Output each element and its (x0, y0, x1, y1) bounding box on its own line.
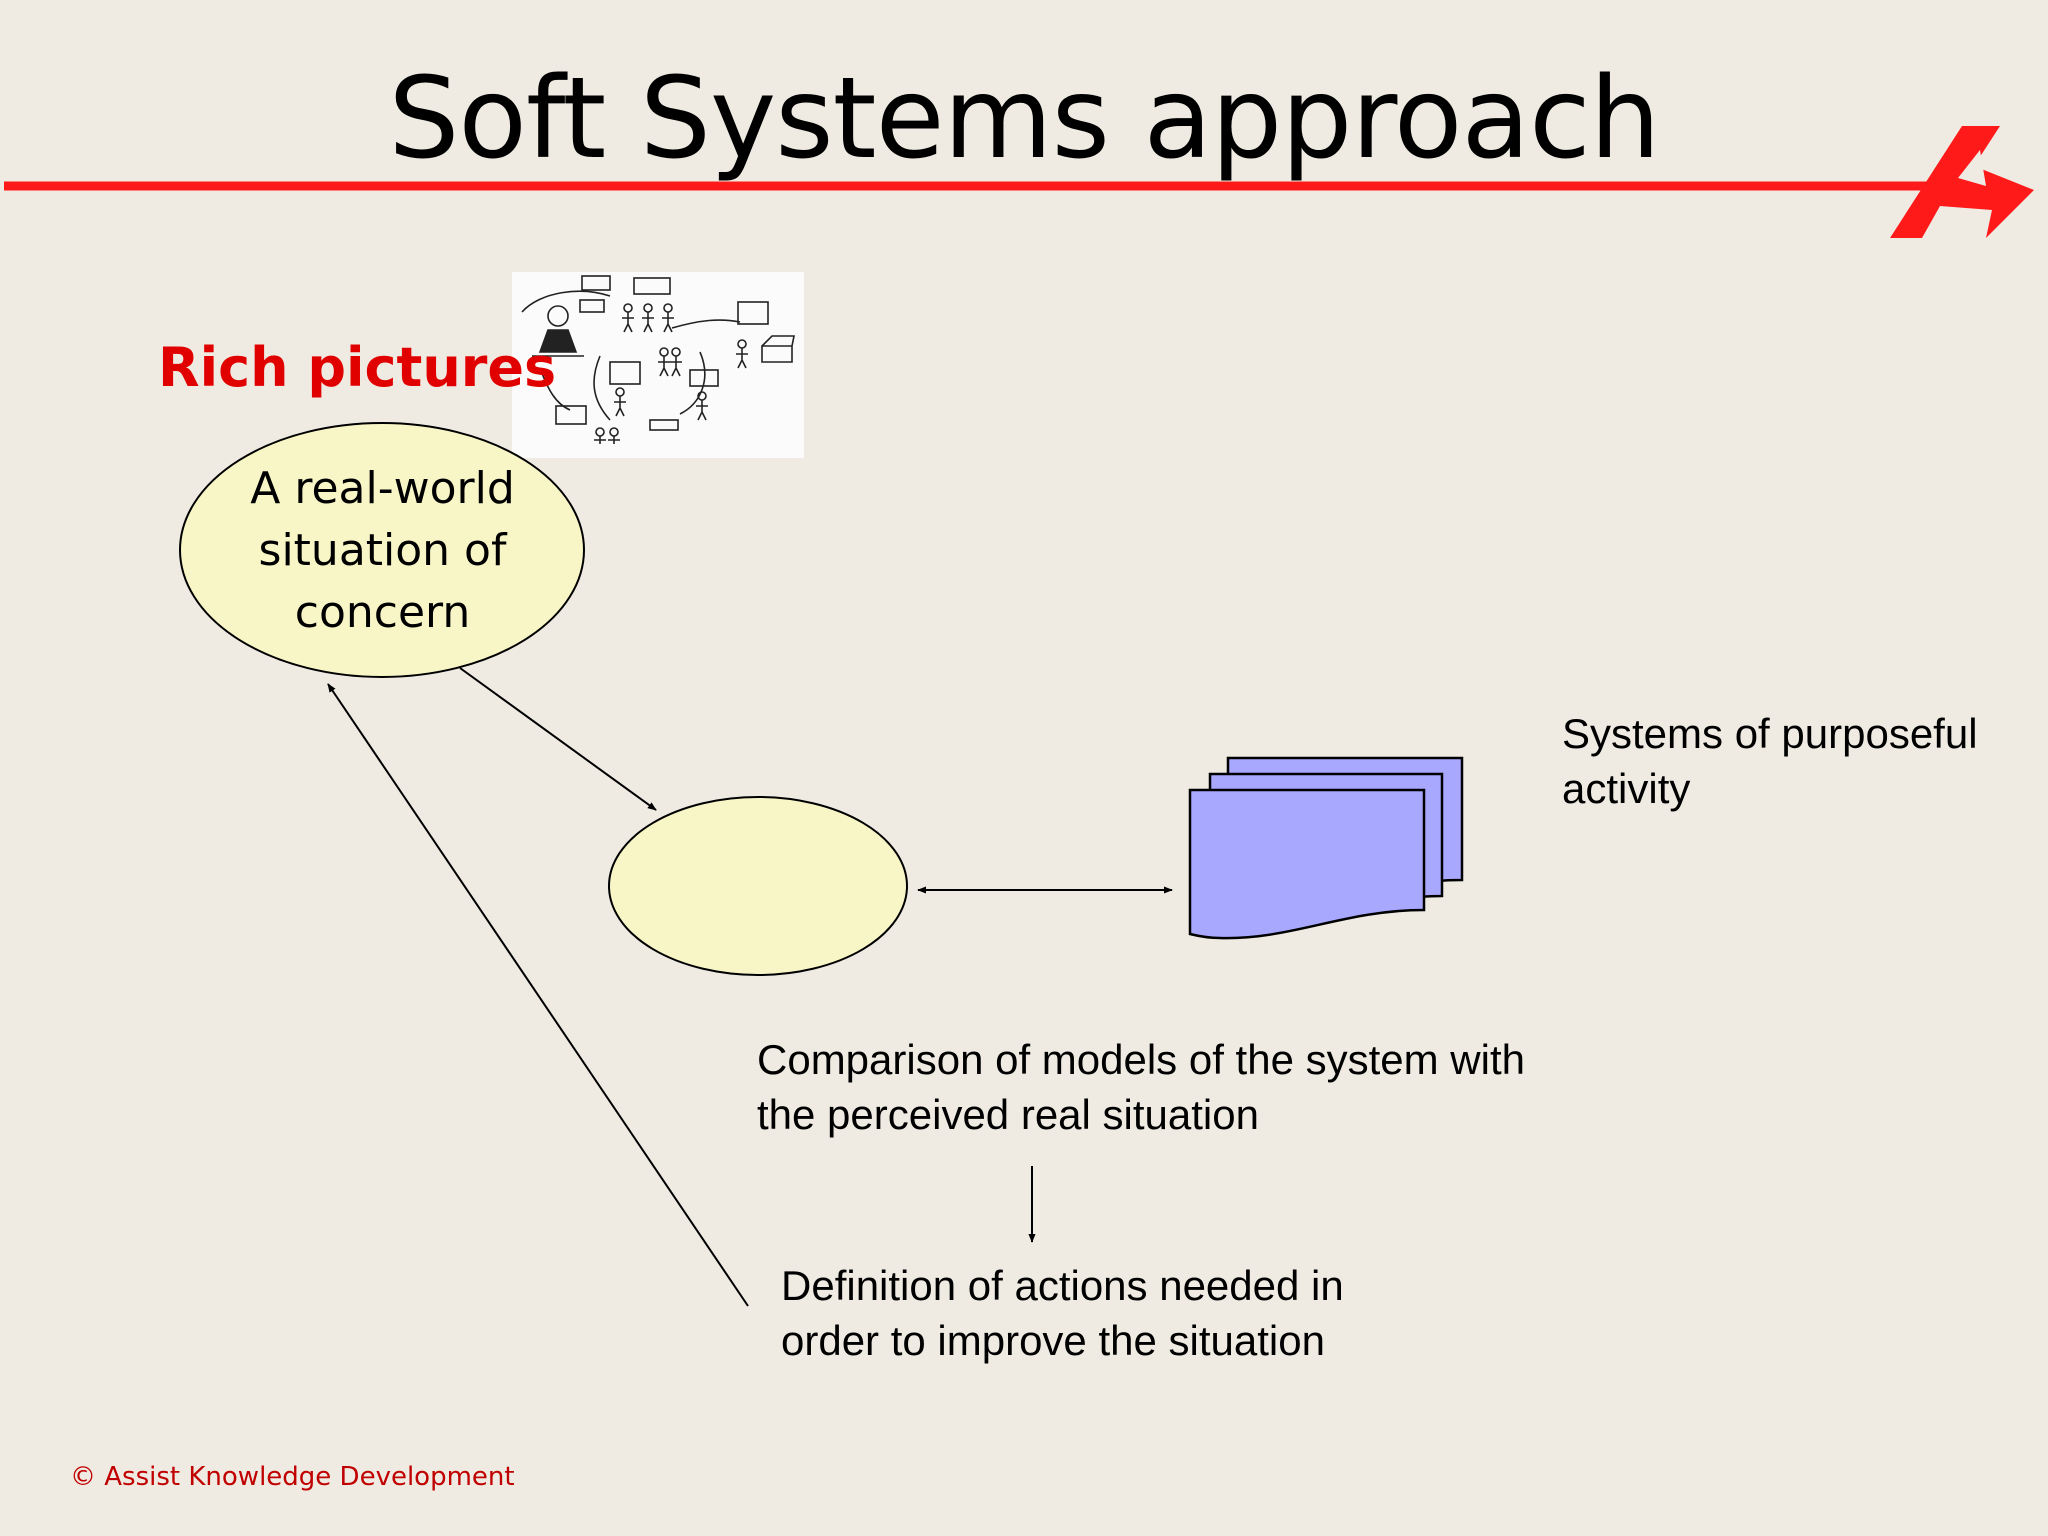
stacked-documents-icon (1188, 756, 1464, 940)
red-arrow-logo (1890, 126, 2034, 238)
real-world-situation-label: A real-world situation of concern (250, 463, 515, 638)
rich-pictures-heading: Rich pictures (158, 336, 557, 399)
copyright-notice: © Assist Knowledge Development (70, 1462, 515, 1492)
arrow-feedback (327, 683, 749, 1307)
comparison-label: Comparison of models of the system with … (757, 1036, 1525, 1138)
rich-picture-image (512, 272, 804, 458)
arrow-to-model (459, 667, 657, 811)
page-title: Soft Systems approach (388, 54, 1660, 184)
definition-label: Definition of actions needed in order to… (781, 1262, 1344, 1364)
model-ellipse (608, 796, 908, 976)
real-world-situation-ellipse (179, 422, 585, 678)
systems-label: Systems of purposeful activity (1562, 710, 1978, 812)
